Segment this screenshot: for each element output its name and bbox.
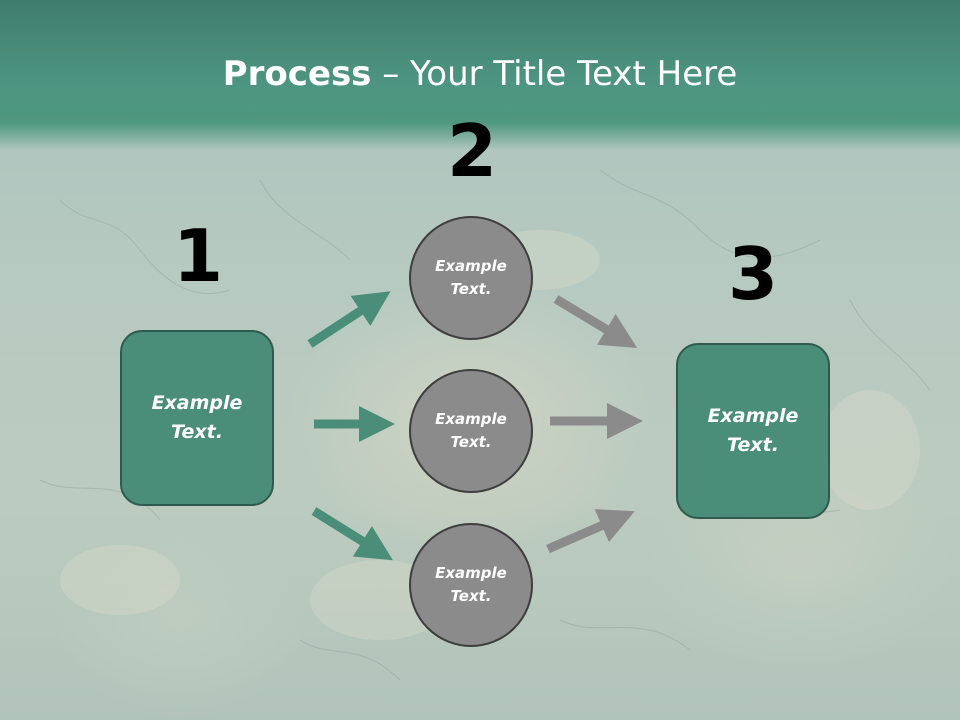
step-number-2: 2 <box>446 109 498 193</box>
title-bold: Process <box>222 54 372 94</box>
step-box-1[interactable]: Example Text. <box>120 330 274 506</box>
slide-title: Process – Your Title Text Here <box>0 52 960 96</box>
arrow-1-to-bottom <box>311 507 393 561</box>
arrow-top-to-3 <box>553 295 638 348</box>
step-number-1: 1 <box>172 214 224 298</box>
step-box-3-text: Example Text. <box>707 405 799 456</box>
step-circle-middle[interactable]: Example Text. <box>409 369 533 493</box>
step-circle-top-text: Example Text. <box>435 257 507 298</box>
arrow-1-to-top <box>307 291 391 348</box>
step-circle-bottom-text: Example Text. <box>435 564 507 605</box>
title-bar <box>0 0 960 150</box>
step-box-3[interactable]: Example Text. <box>676 343 830 519</box>
step-circle-bottom[interactable]: Example Text. <box>409 523 533 647</box>
step-circle-top[interactable]: Example Text. <box>409 216 533 340</box>
arrow-bottom-to-3 <box>546 509 635 554</box>
step-number-3: 3 <box>727 232 779 316</box>
title-rest: – Your Title Text Here <box>371 54 738 94</box>
step-circle-middle-text: Example Text. <box>435 410 507 451</box>
step-box-1-text: Example Text. <box>151 392 243 443</box>
